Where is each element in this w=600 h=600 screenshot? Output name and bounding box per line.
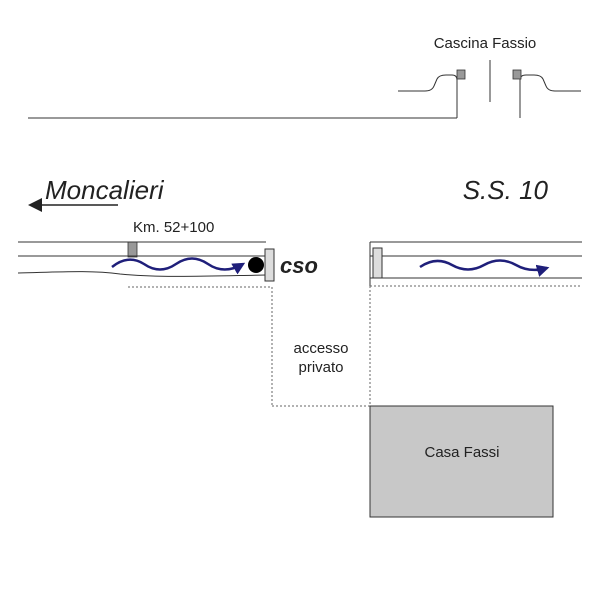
kilometer-label: Km. 52+100	[133, 219, 214, 236]
kilometer-marker-post	[127, 241, 138, 258]
access-label-line1: accesso	[293, 340, 348, 357]
farm-gate-post-left	[456, 69, 466, 80]
wavy-flow-arrow-icon-right	[419, 259, 550, 277]
house-block	[369, 405, 554, 518]
town-label: Moncalieri	[45, 175, 165, 205]
farm-label: Cascina Fassio	[434, 35, 537, 52]
house-label: Casa Fassi	[424, 444, 499, 461]
private-access-path	[271, 286, 371, 407]
left-channel-bottom-line	[17, 271, 267, 277]
black-dot-icon	[248, 257, 264, 273]
top-road-right-line	[519, 74, 581, 118]
wavy-flow-arrow-icon	[111, 257, 246, 275]
top-road	[28, 60, 581, 119]
road-label: S.S. 10	[463, 175, 549, 205]
left-arrow-icon	[28, 198, 118, 212]
right-channel-end-wall	[372, 247, 383, 279]
left-channel-end-wall	[264, 248, 275, 282]
access-label-line2: privato	[298, 359, 343, 376]
cso-label: cso	[280, 253, 318, 278]
farm-gate-post-right	[512, 69, 522, 80]
right-channel	[369, 241, 582, 286]
left-channel	[17, 241, 267, 277]
top-road-upper-line	[398, 74, 458, 118]
